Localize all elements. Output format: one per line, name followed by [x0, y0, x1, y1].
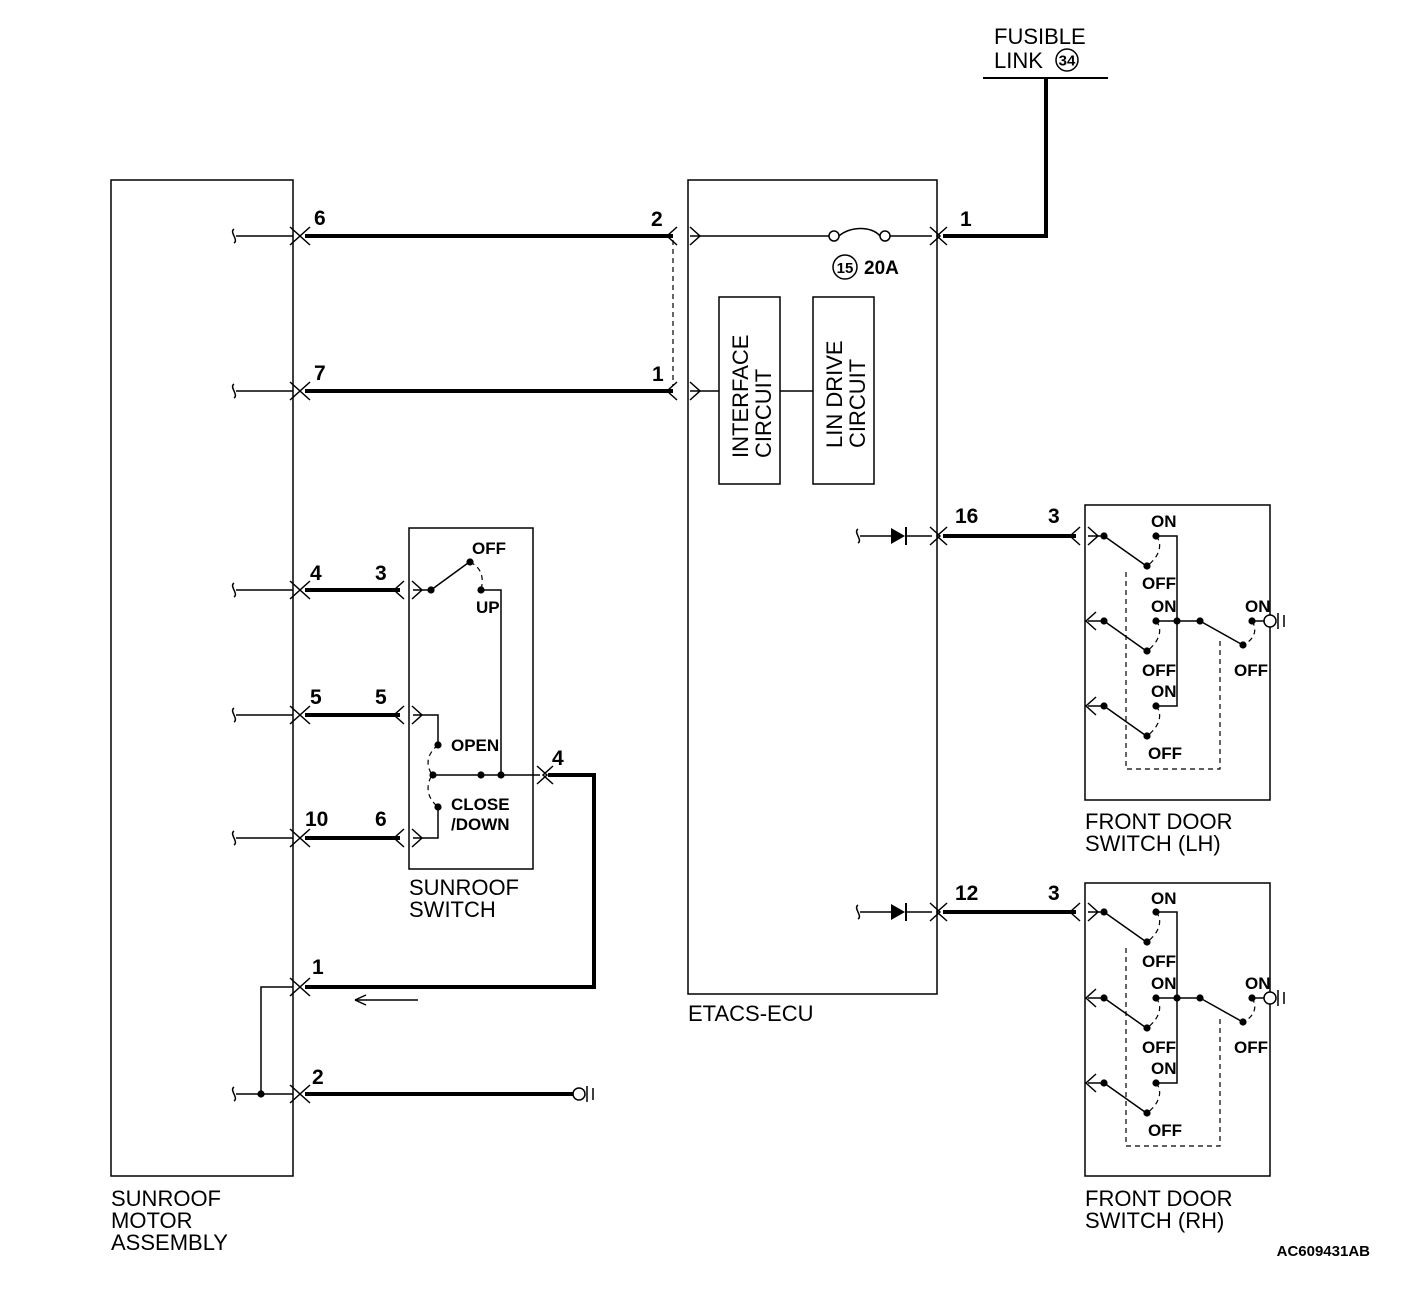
motor-pin-5: 5: [310, 686, 322, 709]
motor-pin-10: 10: [305, 808, 328, 831]
door-lh-label-1: FRONT DOOR: [1085, 809, 1232, 834]
sunroof-switch-label-2: SWITCH: [409, 897, 496, 922]
figure-code: AC609431AB: [1277, 1243, 1371, 1260]
rh-row2-off: OFF: [1142, 1038, 1176, 1057]
door-lh-pin-3: 3: [1048, 505, 1060, 528]
motor-pin-4: 4: [310, 562, 322, 585]
switch-pin-6: 6: [375, 808, 387, 831]
switch-up-label: UP: [476, 598, 500, 617]
etacs-pin-1-left: 1: [652, 363, 664, 386]
rh-row3-on: ON: [1151, 1059, 1177, 1078]
diode-16-icon: [891, 528, 905, 544]
etacs-pin-1: 1: [960, 208, 972, 231]
rh-row3-off: OFF: [1148, 1121, 1182, 1140]
sunroof-motor-box: [110, 179, 294, 1177]
harness-wires: [305, 234, 673, 1103]
rh-row1-off: OFF: [1142, 952, 1176, 971]
front-door-switch-rh: 3 FRONT DOOR SWITCH (RH) ON OFF ON OFF O…: [943, 882, 1285, 1233]
fuse-number-ring: [832, 254, 858, 280]
switch-close-label: CLOSE: [451, 795, 510, 814]
fuse-terminal-left: [828, 230, 840, 242]
front-door-switch-lh: 3 FRONT DOOR SWITCH (LH) ON OFF ON OFF O…: [943, 504, 1285, 856]
lh-row1-off: OFF: [1142, 574, 1176, 593]
switch-pin-5: 5: [375, 686, 387, 709]
rh-main-off: OFF: [1234, 1038, 1268, 1057]
sunroof-switch: SUNROOF SWITCH 3 5 6 4 OFF UP OPEN CLOSE…: [375, 527, 564, 922]
motor-label-2: MOTOR: [111, 1208, 192, 1233]
door-rh-box: [1084, 882, 1271, 1177]
sunroof-switch-box: [408, 527, 534, 870]
rh-row1-on: ON: [1151, 889, 1177, 908]
switch-pin-3: 3: [375, 562, 387, 585]
motor-label-3: ASSEMBLY: [111, 1230, 228, 1255]
sunroof-motor-assembly: SUNROOF MOTOR ASSEMBLY 6 7 4 5 10 1 2: [110, 179, 328, 1255]
rh-main-on: ON: [1245, 974, 1271, 993]
etacs-pin-2: 2: [651, 208, 663, 231]
power-feed-wire: [943, 78, 1048, 238]
etacs-ecu-box: [687, 179, 938, 995]
fusible-link-label-2: LINK: [994, 48, 1043, 73]
current-arrow-icon: [354, 994, 367, 1006]
sunroof-switch-label-1: SUNROOF: [409, 875, 519, 900]
motor-pin-6: 6: [314, 207, 326, 230]
interface-circuit-label-1: INTERFACE: [728, 335, 753, 458]
lh-main-off: OFF: [1234, 661, 1268, 680]
wire-switch4-to-motor1: [305, 773, 596, 989]
ground-symbol-motor: [572, 1085, 594, 1103]
lin-drive-circuit-label-2: CIRCUIT: [845, 359, 870, 448]
lh-row3-on: ON: [1151, 682, 1177, 701]
interface-circuit-label-2: CIRCUIT: [751, 369, 776, 458]
fusible-link-number-ring: [1055, 48, 1079, 72]
door-rh-label-1: FRONT DOOR: [1085, 1186, 1232, 1211]
motor-label-1: SUNROOF: [111, 1186, 221, 1211]
motor-pin-1: 1: [312, 956, 324, 979]
etacs-pin-12: 12: [955, 882, 978, 905]
fuse-rating: 20A: [864, 258, 899, 279]
lh-row2-on: ON: [1151, 597, 1177, 616]
etacs-pin-16: 16: [955, 505, 978, 528]
lh-row1-on: ON: [1151, 512, 1177, 531]
lh-row3-off: OFF: [1148, 744, 1182, 763]
fusible-link-number: 34: [1059, 53, 1076, 70]
fuse-number: 15: [837, 260, 854, 277]
rh-mechanical-link: [1125, 948, 1221, 1147]
switch-pin-4: 4: [552, 747, 564, 770]
lh-row2-off: OFF: [1142, 661, 1176, 680]
fuse-terminal-right: [879, 230, 891, 242]
door-lh-label-2: SWITCH (LH): [1085, 831, 1221, 856]
lh-mechanical-link: [1125, 572, 1221, 770]
motor-pin-2: 2: [312, 1066, 324, 1089]
switch-off-label: OFF: [472, 539, 506, 558]
door-rh-pin-3: 3: [1048, 882, 1060, 905]
etacs-ecu-label: ETACS-ECU: [688, 1001, 814, 1026]
door-rh-label-2: SWITCH (RH): [1085, 1208, 1224, 1233]
switch-down-label: /DOWN: [451, 815, 510, 834]
lh-main-on: ON: [1245, 597, 1271, 616]
fusible-link-label-1: FUSIBLE: [994, 24, 1086, 49]
switch-open-label: OPEN: [451, 736, 499, 755]
fuse-element: [838, 227, 881, 237]
motor-pin-7: 7: [314, 362, 326, 385]
lin-drive-circuit-label-1: LIN DRIVE: [822, 340, 847, 448]
door-lh-box: [1084, 504, 1271, 801]
rh-row2-on: ON: [1151, 974, 1177, 993]
fusible-link: FUSIBLE LINK 34: [943, 24, 1108, 238]
diode-12-icon: [891, 904, 905, 920]
etacs-ecu: ETACS-ECU 1 15 20A INTERFACE CIRCUIT LIN…: [651, 179, 978, 1026]
